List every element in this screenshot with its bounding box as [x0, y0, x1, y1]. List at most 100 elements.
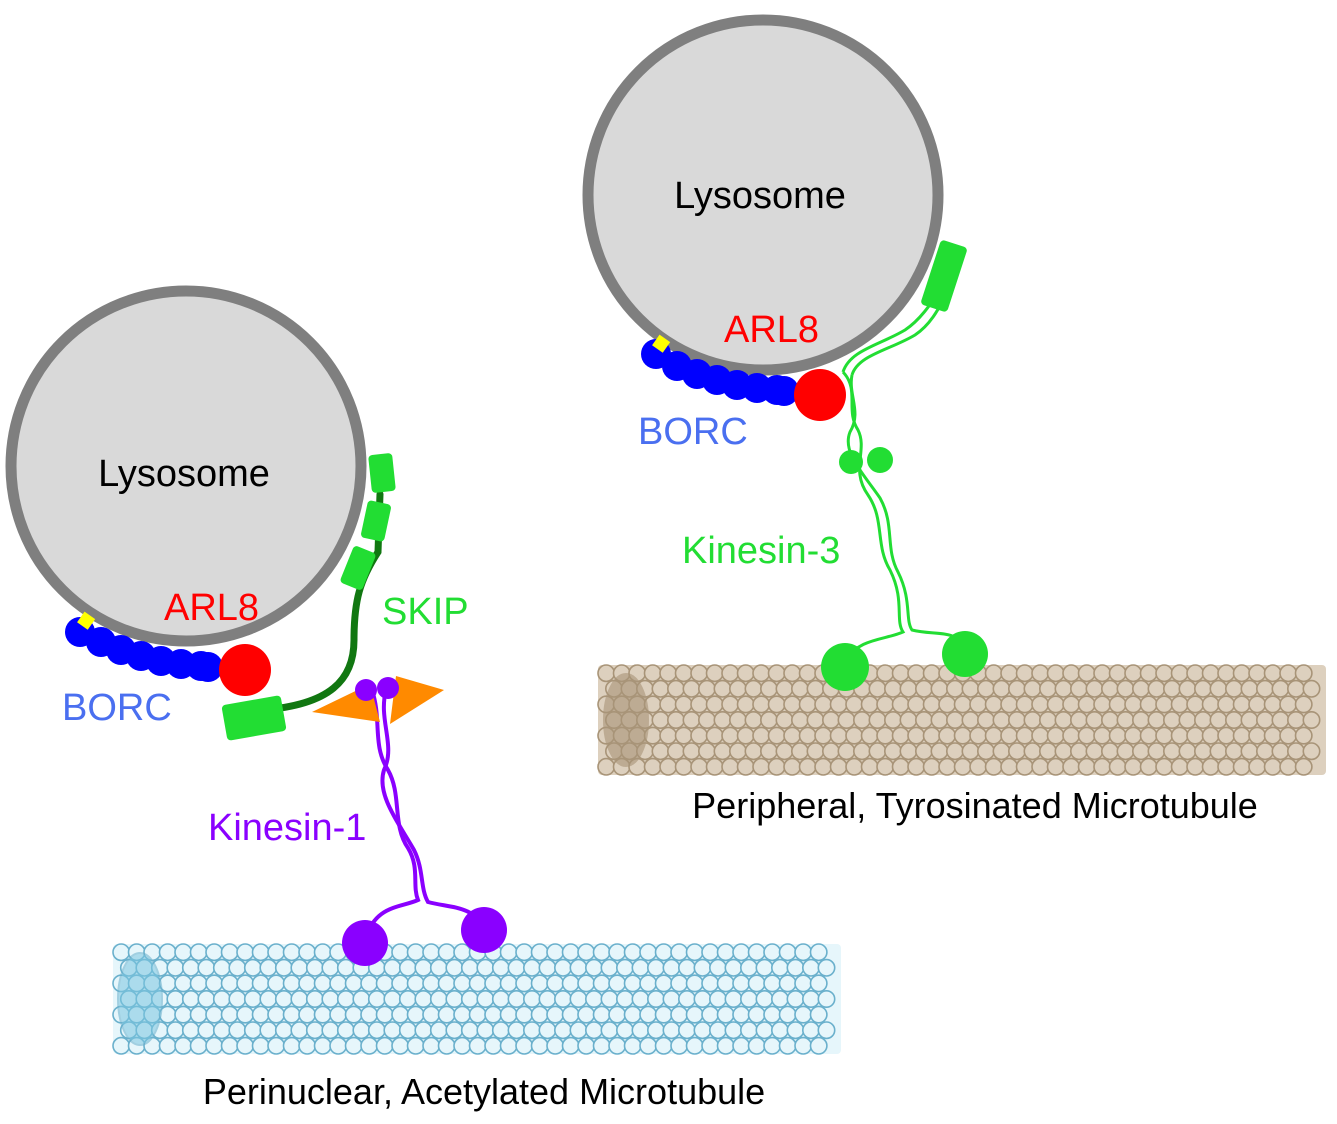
tyrosinated-tubulin-subunit: [837, 710, 856, 729]
tyrosinated-tubulin-subunit: [868, 679, 887, 698]
tyrosinated-tubulin-subunit: [705, 695, 724, 714]
tyrosinated-tubulin-subunit: [976, 679, 995, 698]
tyrosinated-tubulin-subunit: [783, 695, 802, 714]
acetylated-tubulin-subunit: [639, 974, 658, 993]
acetylated-tubulin-subunit: [677, 989, 696, 1008]
tyrosinated-tubulin-subunit: [1085, 710, 1104, 729]
acetylated-tubulin-subunit: [166, 1021, 185, 1040]
acetylated-tubulin-subunit: [453, 974, 472, 993]
acetylated-tubulin-subunit: [732, 974, 751, 993]
acetylated-tubulin-subunit: [282, 943, 301, 962]
tyrosinated-tubulin-subunit: [1256, 742, 1275, 761]
acetylated-tubulin-subunit: [491, 989, 510, 1008]
tyrosinated-tubulin-subunit: [783, 664, 802, 683]
acetylated-tubulin-subunit: [313, 1005, 332, 1024]
lysosome-right-membrane: [582, 14, 944, 376]
tyrosinated-tubulin-subunit: [1271, 742, 1290, 761]
acetylated-tubulin-subunit: [639, 1005, 658, 1024]
acetylated-tubulin-subunit: [414, 958, 433, 977]
tyrosinated-tubulin-subunit: [1062, 726, 1081, 745]
tyrosinated-tubulin-subunit: [775, 742, 794, 761]
kinesin-3-label: Kinesin-3: [682, 530, 840, 572]
acetylated-tubulin-subunit: [228, 989, 247, 1008]
acetylated-tubulin-subunit: [631, 958, 650, 977]
tyrosinated-tubulin-subunit: [713, 710, 732, 729]
tyrosinated-tubulin-subunit: [938, 726, 957, 745]
tyrosinated-tubulin-subunit: [1147, 742, 1166, 761]
acetylated-tubulin-subunit: [321, 1021, 340, 1040]
tyrosinated-tubulin-subunit: [821, 742, 840, 761]
tyrosinated-tubulin-subunit: [1178, 710, 1197, 729]
tyrosinated-tubulin-subunit: [899, 679, 918, 698]
acetylated-tubulin-subunit: [809, 943, 828, 962]
borc-right-subunit: [769, 376, 799, 406]
tyrosinated-tubulin-subunit: [1263, 664, 1282, 683]
acetylated-tubulin-subunit: [460, 1021, 479, 1040]
acetylated-tubulin-subunit: [437, 1005, 456, 1024]
acetylated-tubulin-subunit: [205, 943, 224, 962]
acetylated-tubulin-subunit: [352, 1021, 371, 1040]
tyrosinated-tubulin-subunit: [1294, 664, 1313, 683]
acetylated-tubulin-subunit: [615, 958, 634, 977]
acetylated-tubulin-subunit: [476, 958, 495, 977]
acetylated-tubulin-subunit: [174, 943, 193, 962]
kinesin-3-cargo-binding-domain: [921, 240, 967, 312]
acetylated-tubulin-subunit: [584, 958, 603, 977]
acetylated-tubulin-subunit: [352, 989, 371, 1008]
tyrosinated-tubulin-subunit: [1302, 742, 1321, 761]
acetylated-tubulin-subunit: [546, 1005, 565, 1024]
tyrosinated-tubulin-subunit: [969, 726, 988, 745]
tyrosinated-tubulin-subunit: [798, 757, 817, 776]
tyrosinated-tubulin-subunit: [674, 664, 693, 683]
arl8-left-label: ARL8: [164, 587, 259, 629]
acetylated-tubulin-subunit: [553, 958, 572, 977]
tyrosinated-tubulin-subunit: [914, 710, 933, 729]
tyrosinated-tubulin-subunit: [860, 695, 879, 714]
tyrosinated-tubulin-subunit: [1139, 757, 1158, 776]
acetylated-tubulin-subunit: [592, 1005, 611, 1024]
acetylated-tubulin-subunit: [747, 1005, 766, 1024]
acetylated-tubulin-subunit: [414, 1021, 433, 1040]
acetylated-tubulin-subunit: [778, 1036, 797, 1055]
acetylated-tubulin-subunit: [732, 1036, 751, 1055]
acetylated-tubulin-subunit: [708, 989, 727, 1008]
acetylated-tubulin-subunit: [522, 958, 541, 977]
acetylated-tubulin-subunit: [468, 1036, 487, 1055]
acetylated-tubulin-subunit: [569, 989, 588, 1008]
acetylated-microtubule-lumen: [117, 952, 163, 1046]
kinesin-3-motor: [821, 240, 988, 691]
tyrosinated-tubulin-subunit: [930, 742, 949, 761]
tyrosinated-tubulin-subunit: [1077, 695, 1096, 714]
tyrosinated-tubulin-subunit: [1294, 757, 1313, 776]
acetylated-tubulin-subunit: [770, 989, 789, 1008]
acetylated-tubulin-subunit: [623, 1005, 642, 1024]
acetylated-tubulin-subunit: [763, 943, 782, 962]
acetylated-tubulin-subunit: [584, 989, 603, 1008]
acetylated-tubulin-subunit: [670, 1036, 689, 1055]
lysosome-right-label: Lysosome: [674, 175, 846, 217]
tyrosinated-tubulin-subunit: [798, 695, 817, 714]
acetylated-tubulin-subunit: [484, 974, 503, 993]
acetylated-tubulin-subunit: [685, 1036, 704, 1055]
kinesin-3-motor-head-right: [942, 631, 988, 677]
tyrosinated-tubulin-subunit: [1186, 726, 1205, 745]
tyrosinated-tubulin-subunit: [728, 710, 747, 729]
tyrosinated-tubulin-subunit: [1271, 679, 1290, 698]
tyrosinated-tubulin-subunit: [1000, 757, 1019, 776]
tyrosinated-tubulin-subunit: [1015, 757, 1034, 776]
acetylated-tubulin-subunit: [112, 1036, 131, 1055]
tyrosinated-tubulin-subunit: [860, 726, 879, 745]
acetylated-tubulin-subunit: [468, 974, 487, 993]
acetylated-tubulin-subunit: [600, 1021, 619, 1040]
tyrosinated-tubulin-subunit: [1093, 664, 1112, 683]
kinesin-1-tail-right: [377, 677, 399, 699]
tyrosinated-tubulin-subunit: [938, 757, 957, 776]
acetylated-tubulin-subunit: [809, 974, 828, 993]
acetylated-tubulin-subunit: [243, 958, 262, 977]
acetylated-tubulin-subunit: [398, 1021, 417, 1040]
tyrosinated-tubulin-subunit: [1116, 679, 1135, 698]
lysosome-left: Lysosome: [5, 285, 367, 647]
acetylated-tubulin-subunit: [639, 1036, 658, 1055]
acetylated-tubulin-subunit: [646, 989, 665, 1008]
acetylated-tubulin-subunit: [538, 958, 557, 977]
